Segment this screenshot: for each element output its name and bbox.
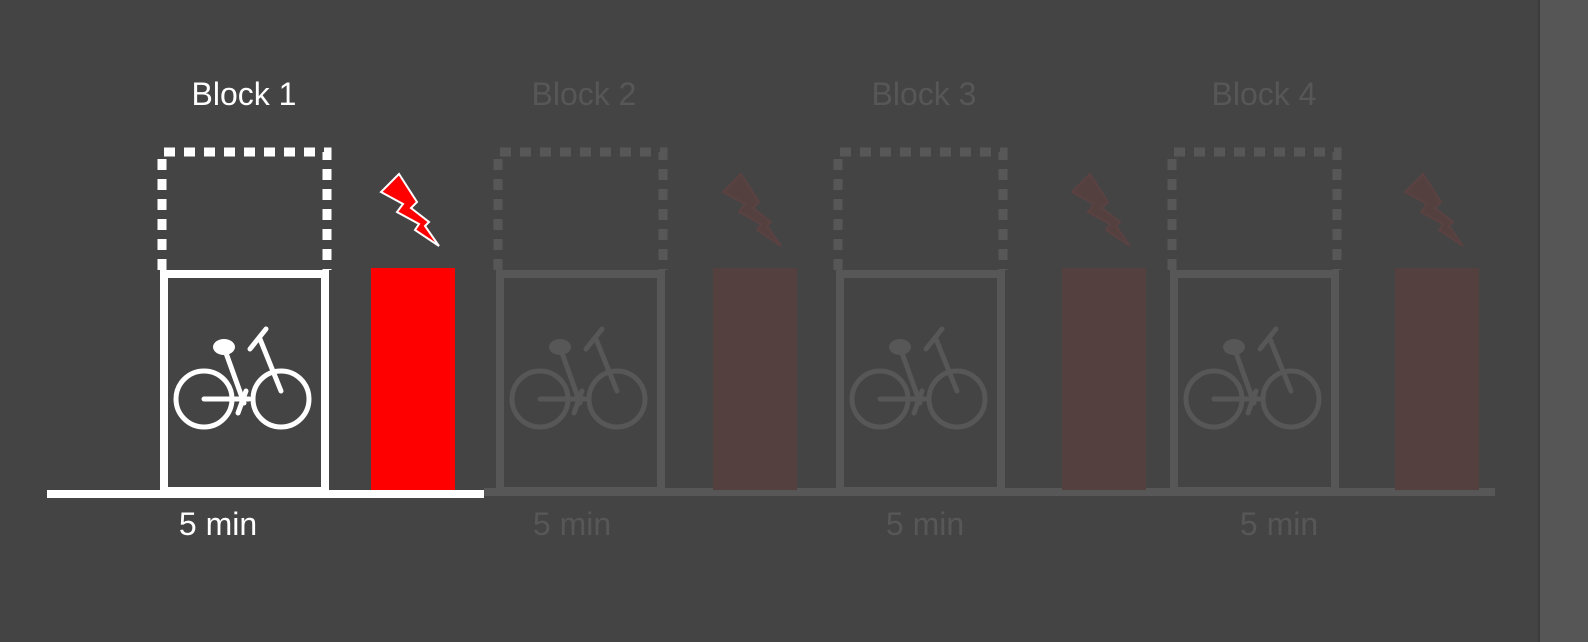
- shock-bar: [371, 268, 455, 490]
- block-4: [1167, 147, 1479, 495]
- shock-bar: [713, 268, 797, 490]
- bike-frame: [160, 270, 329, 495]
- dotted-frame: [157, 147, 332, 270]
- block-title: Block 3: [871, 76, 977, 112]
- block-3: [833, 147, 1146, 495]
- bike-frame: [836, 270, 1005, 495]
- block-duration: 5 min: [178, 506, 258, 542]
- block-1: [157, 147, 455, 495]
- lightning-bolt-icon: [379, 172, 440, 247]
- block-2: [493, 147, 797, 495]
- lightning-bolt-icon: [1070, 172, 1131, 247]
- lightning-bolt-icon: [1403, 172, 1464, 247]
- bicycle-icon: [1183, 326, 1322, 430]
- bicycle-icon: [509, 326, 648, 430]
- block-duration: 5 min: [532, 506, 612, 542]
- lightning-bolt-icon: [721, 172, 782, 247]
- dotted-frame: [833, 147, 1008, 270]
- shock-bar: [1062, 268, 1146, 490]
- bicycle-icon: [849, 326, 988, 430]
- shock-bar: [1395, 268, 1479, 490]
- block-duration: 5 min: [885, 506, 965, 542]
- block-duration: 5 min: [1239, 506, 1319, 542]
- block-title: Block 2: [531, 76, 637, 112]
- block-title: Block 1: [191, 76, 297, 112]
- dotted-frame: [493, 147, 668, 270]
- bicycle-icon: [173, 326, 312, 430]
- block-title: Block 4: [1211, 76, 1317, 112]
- bike-frame: [496, 270, 665, 495]
- dotted-frame: [1167, 147, 1342, 270]
- side-panel: [1538, 0, 1588, 642]
- bike-frame: [1170, 270, 1339, 495]
